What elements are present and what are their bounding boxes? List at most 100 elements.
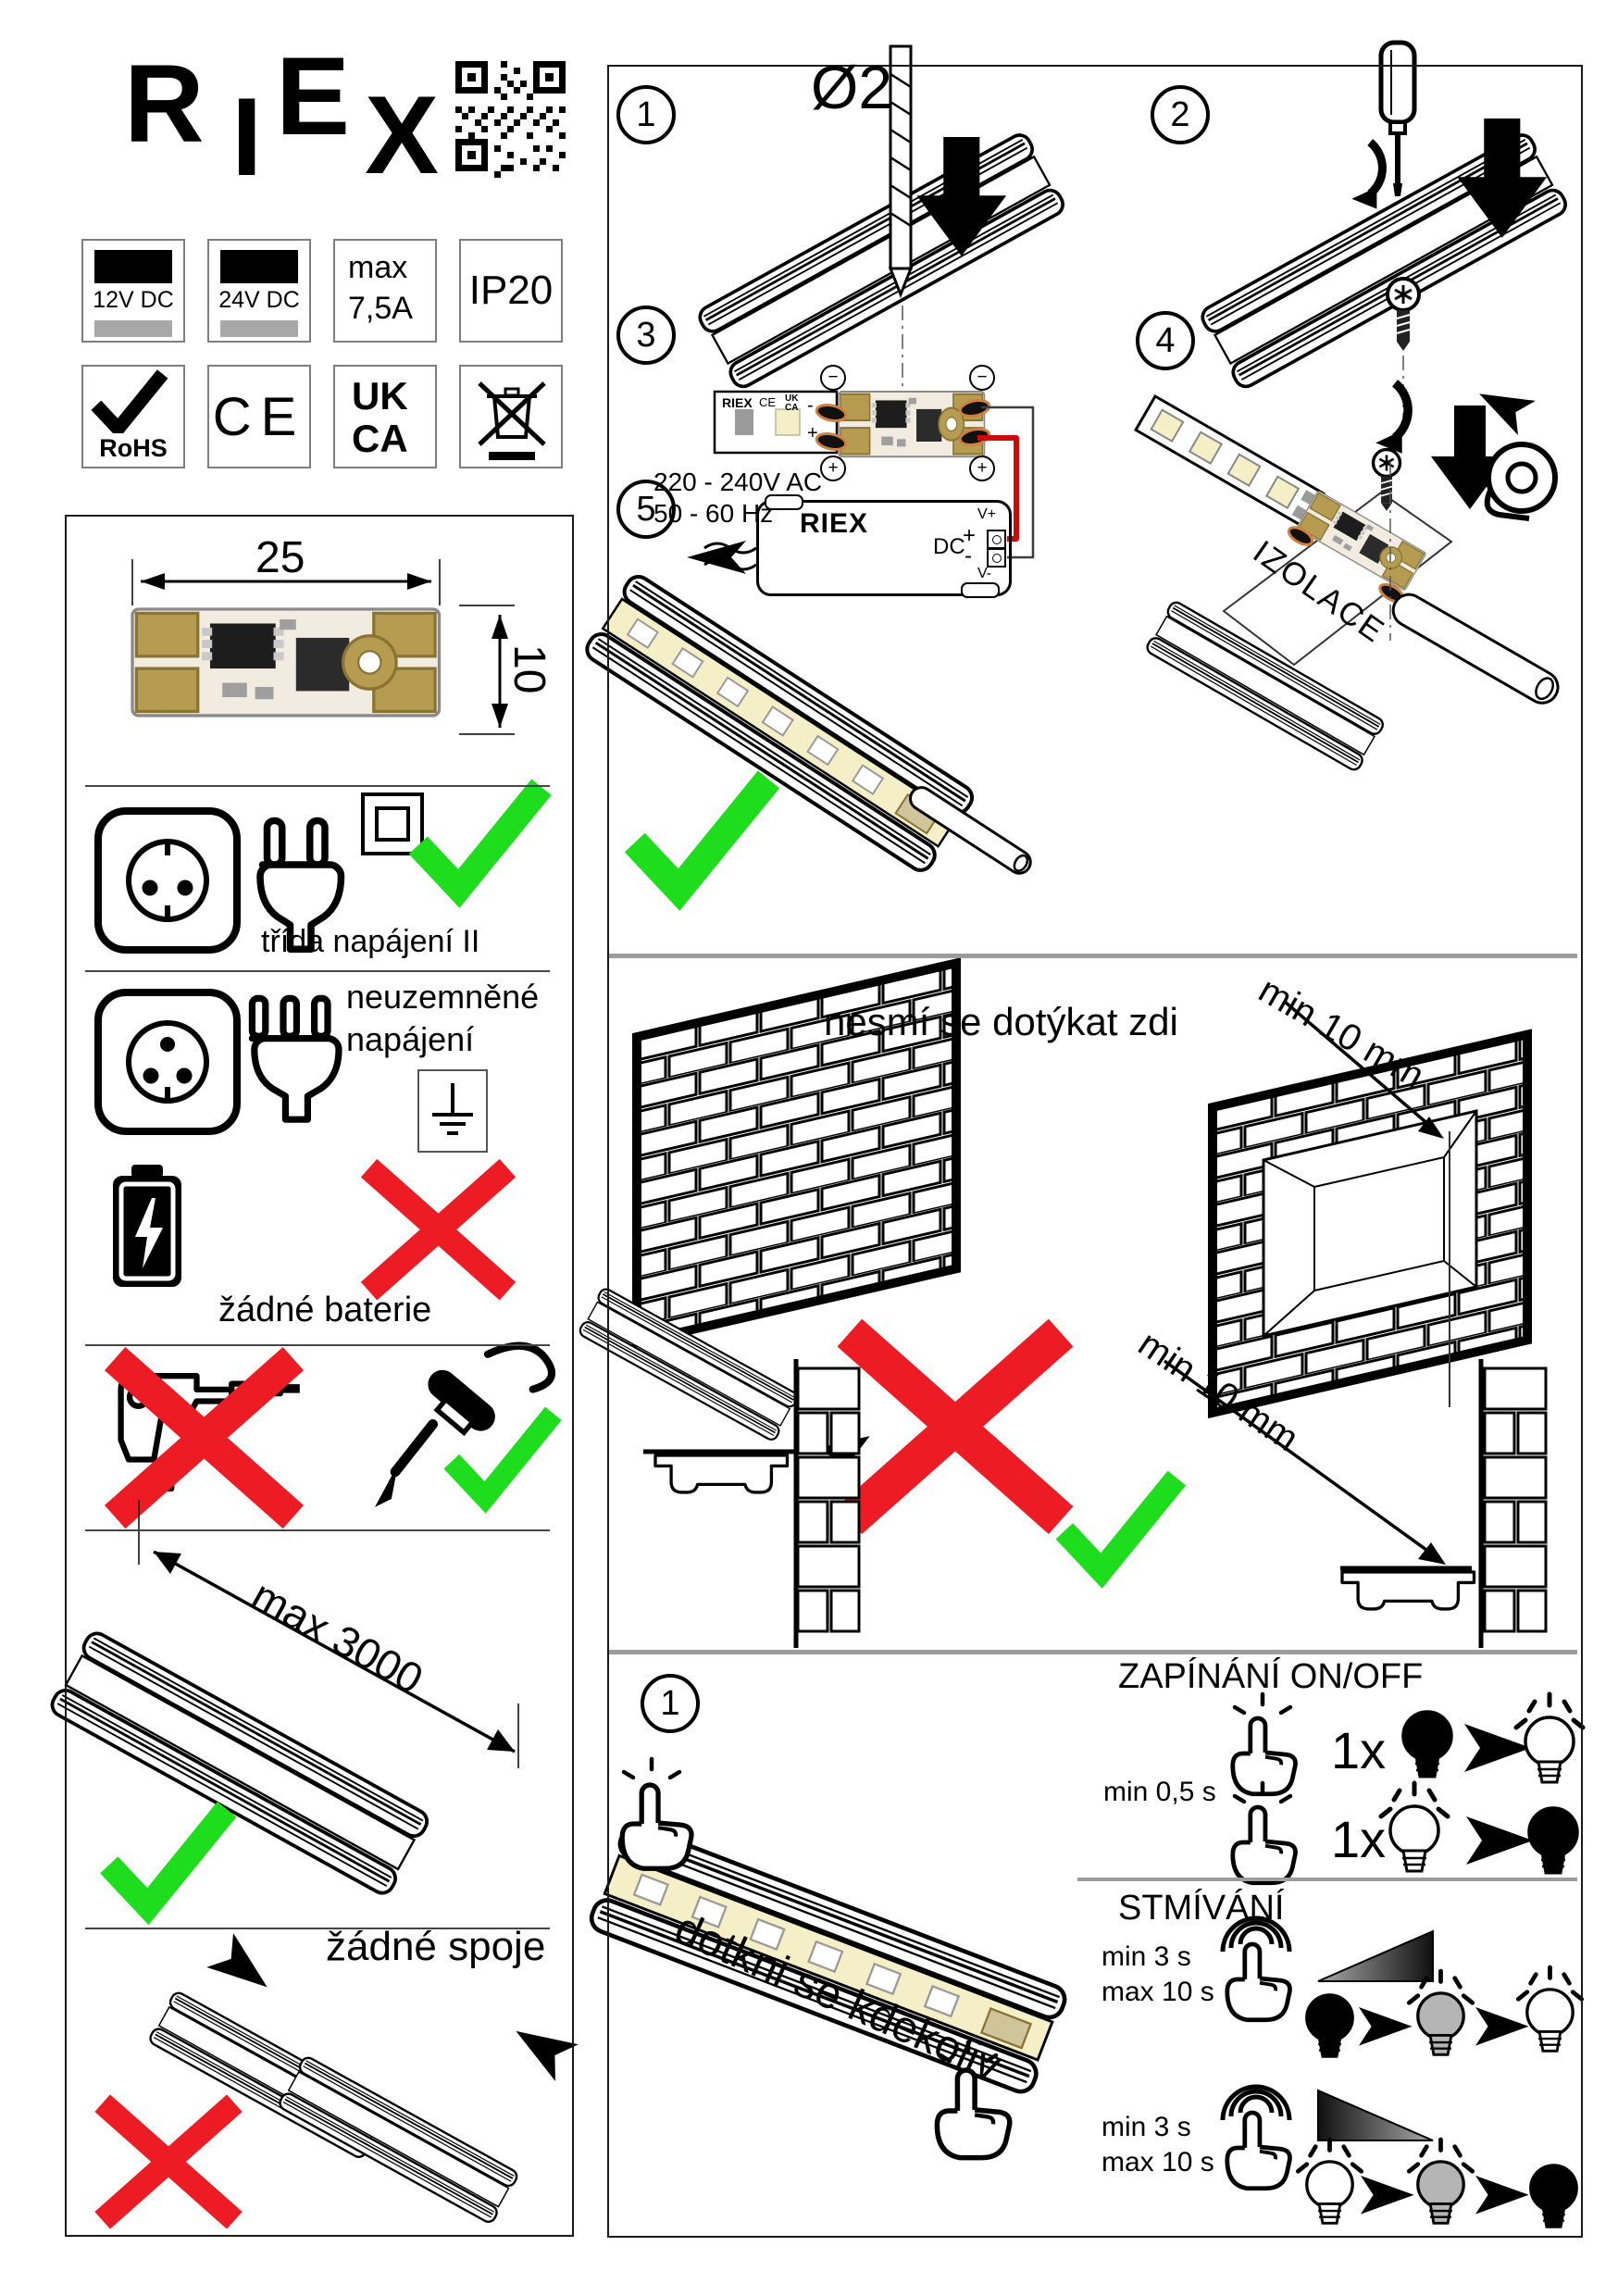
terminal-minus: − — [969, 365, 995, 391]
dimension-10-arrow — [459, 605, 515, 735]
arrow-right-icon — [1359, 2007, 1413, 2046]
brand-logo-letter: E — [276, 34, 350, 158]
badge-max-current: max 7,5A — [333, 239, 437, 343]
badge-24v: 24V DC — [207, 239, 311, 343]
hand-tap-icon — [1233, 1694, 1296, 1794]
arrow-right-icon — [1475, 2176, 1529, 2215]
psu-vminus-label: V- — [977, 566, 992, 581]
tap-count-label: 1x — [1331, 1721, 1387, 1779]
grounded-socket-icon — [98, 992, 237, 1131]
brick-wall-left — [632, 957, 961, 1349]
step-circle-1: 1 — [616, 85, 676, 144]
strip-logo: RIEX — [722, 395, 753, 410]
terminal-minus: − — [820, 365, 846, 391]
badge-ip20: IP20 — [459, 239, 563, 343]
wall-niche — [1262, 1109, 1478, 1338]
hand-tap-icon — [622, 1759, 691, 1868]
wire-red — [977, 435, 1019, 542]
badge-ukca: UK CA — [333, 365, 437, 468]
ungrounded-caption-line1: neuzemněné — [346, 978, 540, 1016]
check-icon — [644, 791, 760, 891]
badge-bar-black — [220, 250, 298, 283]
badge-label: RoHS — [99, 434, 168, 462]
dim-min-label: min 3 s — [1101, 2112, 1191, 2142]
grounded-plug-icon — [252, 998, 339, 1119]
section-divider — [609, 954, 1577, 958]
strip-ce-mark: CE — [759, 395, 777, 409]
led-strip-diagonal — [1133, 393, 1326, 530]
arrow-left-icon — [687, 541, 746, 574]
badge-label: 7,5A — [348, 291, 413, 326]
wall-section-left — [643, 1359, 861, 1648]
bulb-on-icon — [1298, 2140, 1361, 2226]
assembled-profile — [580, 570, 979, 877]
no-joints-label: žádné spoje — [326, 1924, 546, 1969]
arrow-right-icon — [1475, 2007, 1529, 2046]
profile-step1 — [694, 129, 1069, 393]
tape-roll-icon — [1487, 444, 1555, 518]
battery-icon — [113, 1165, 181, 1287]
led-strip-end — [713, 390, 839, 455]
arrow-nw-icon — [504, 2012, 579, 2081]
wall-section-right — [1340, 1359, 1548, 1648]
psu-logo: RIEX — [800, 508, 869, 539]
divider — [85, 1928, 550, 1929]
onoff-title: ZAPÍNÁNÍ ON/OFF — [1118, 1657, 1424, 1696]
divider — [85, 1344, 550, 1346]
dim-min-label: min 3 s — [1101, 1941, 1191, 1972]
hand-hold-icon — [1223, 1918, 1289, 2020]
arrow-right-icon — [1361, 2176, 1414, 2215]
bulb-dim-icon — [1409, 1971, 1472, 2057]
dimension-height: 10 — [504, 644, 554, 694]
strip-ukca-mark: CA — [785, 403, 799, 413]
brand-logo-letter: I — [231, 75, 262, 199]
psu-mount-tab — [961, 582, 1000, 598]
qr-code — [455, 61, 572, 185]
arrow-se-icon — [206, 1933, 281, 2004]
weee-bin-icon — [478, 381, 546, 460]
brand-logo-letter: R — [124, 42, 205, 166]
psu-terminal — [987, 530, 1006, 549]
bulb-off-icon — [1401, 1710, 1453, 1778]
max-length-arrow — [138, 1500, 519, 1768]
check-icon — [1072, 1487, 1169, 1570]
check-icon — [118, 1819, 219, 1907]
dim-max-label: max 10 s — [1101, 1977, 1214, 2007]
tap-count-label: 1x — [1331, 1810, 1387, 1868]
cross-icon — [378, 1176, 498, 1283]
class2-icon — [361, 792, 424, 855]
dimension-25-arrow — [131, 559, 441, 605]
class2-caption: třída napájení II — [261, 924, 480, 959]
badge-label: 12V DC — [93, 287, 174, 313]
drill-diameter-label: Ø2 — [811, 53, 893, 121]
section-divider — [609, 1650, 1577, 1654]
profile-end-piece — [909, 786, 1032, 875]
psu-plus-label: + — [963, 523, 977, 548]
terminal-plus: + — [969, 455, 995, 481]
arrow-right-icon — [1464, 1724, 1531, 1772]
psu-dc-label: DC — [933, 534, 965, 559]
strip-pad-plus: + — [807, 423, 818, 443]
cross-icon — [864, 1345, 1047, 1508]
rotate-arrow-icon — [1375, 383, 1408, 454]
ground-symbol-icon — [417, 1068, 489, 1154]
ac-frequency-label: 50 - 60 Hz — [653, 499, 774, 528]
ramp-up-icon — [1317, 1929, 1434, 1982]
min-tap-label: min 0,5 s — [1103, 1777, 1216, 1807]
badge-weee — [459, 365, 563, 468]
check-icon — [83, 368, 183, 433]
strip-ukca-mark: UK — [785, 393, 799, 404]
badge-ce: CE — [207, 365, 311, 468]
divider — [85, 970, 550, 972]
ramp-down-icon — [1317, 2089, 1434, 2141]
badge-rohs: RoHS — [81, 365, 185, 468]
arrow-right-icon — [1466, 1816, 1533, 1865]
bulb-on-icon — [1518, 1967, 1581, 2053]
hand-hold-icon — [1223, 2087, 1289, 2189]
badge-label: CA — [352, 417, 408, 460]
psu-terminal — [987, 548, 1006, 568]
screw-icon — [1386, 277, 1421, 353]
touch-module-pcb — [815, 390, 991, 458]
